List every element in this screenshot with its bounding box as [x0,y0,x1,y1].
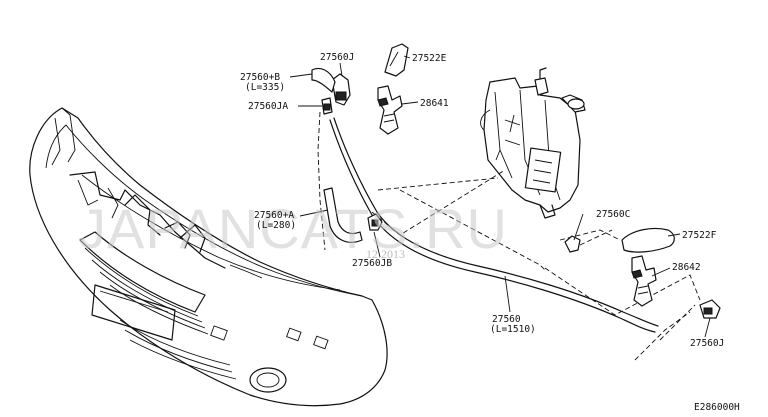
washer-tank [480,67,586,219]
callout-27560a-length: (L=280) [256,220,296,231]
callout-27522e: 27522E [412,53,447,64]
washer-nozzle-28642 [631,255,657,307]
callout-27560: 27560 [492,314,521,325]
callout-27560b: 27560+B [240,72,280,83]
watermark-text: JAPANCATS.RU [78,197,508,260]
callout-27560-length: (L=1510) [490,324,536,335]
leader-lines [289,55,711,338]
washer-nozzle-28641 [377,85,403,135]
callout-28642: 28642 [672,262,701,273]
connector-27560jb [367,213,383,231]
elbow-27560j-top [331,73,351,106]
callout-27560ja: 27560JA [248,101,288,112]
callout-27560j-bottom: 27560J [690,338,724,349]
guide-lines [317,111,701,361]
elbow-27560j-bottom [699,299,721,319]
hose-27560a [323,187,363,243]
callout-27560b-length: (L=335) [245,82,285,93]
callout-27560jb: 27560JB [352,258,392,269]
washer-hose-main [329,117,659,333]
diagram-code: E286000H [694,402,740,413]
callout-27560a: 27560+A [254,210,294,221]
watermark-date: 12.2013 [366,247,405,261]
front-bumper [29,107,388,407]
callout-27560j-top: 27560J [320,52,354,63]
clip-27560c [564,235,581,253]
callout-27560c: 27560C [596,209,630,220]
callout-28641: 28641 [420,98,449,109]
callout-27522f: 27522F [682,230,717,241]
nozzle-cap-27522f [621,227,675,253]
hose-27560b [311,67,336,93]
connector-27560ja [321,97,333,115]
nozzle-cap-27522e [384,43,409,77]
